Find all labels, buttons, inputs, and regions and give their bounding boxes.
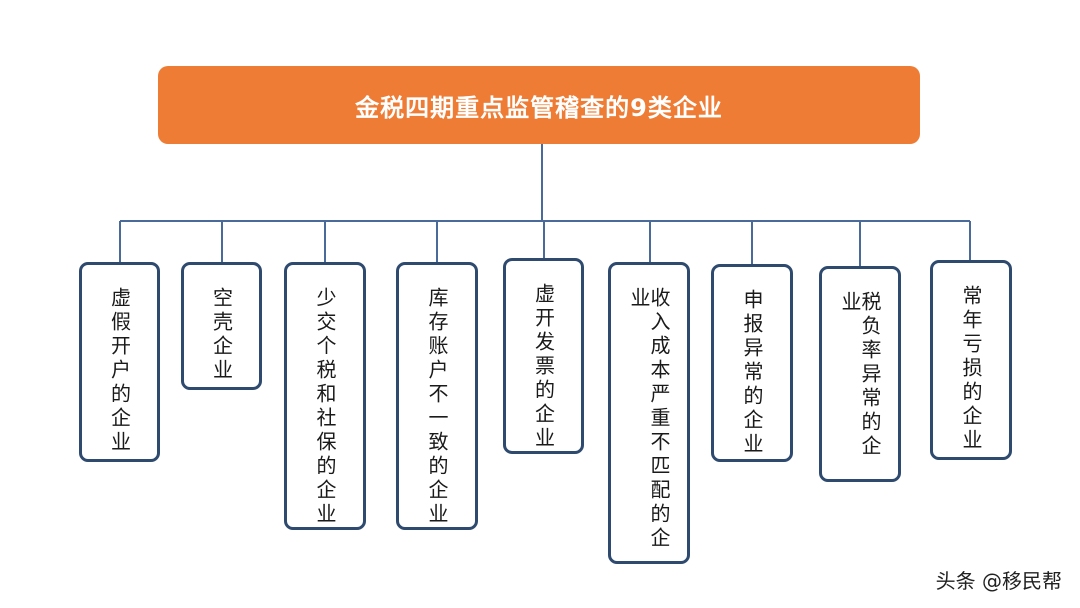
child-label: 虚开发票的企业 — [531, 283, 556, 451]
child-node-false-invoice: 虚开发票的企业 — [503, 258, 584, 454]
child-node-underpaid-tax: 少交个税和社保的企业 — [284, 262, 366, 530]
child-label: 虚假开户的企业 — [107, 287, 132, 455]
child-label: 少交个税和社保的企业 — [313, 287, 337, 527]
child-node-fake-account: 虚假开户的企业 — [79, 262, 160, 462]
child-node-tax-rate-anomaly: 税负率异常的企业 — [819, 266, 901, 482]
child-label: 空壳企业 — [209, 287, 234, 383]
child-node-declaration-anomaly: 申报异常的企业 — [711, 264, 793, 462]
root-node: 金税四期重点监管稽查的9类企业 — [158, 66, 920, 144]
watermark: 头条 @移民帮 — [935, 569, 1062, 593]
child-label: 申报异常的企业 — [740, 289, 764, 457]
child-node-long-term-loss: 常年亏损的企业 — [930, 260, 1012, 460]
root-title: 金税四期重点监管稽查的9类企业 — [355, 93, 723, 122]
child-node-income-cost-mismatch: 收入成本严重不匹配的企业 — [608, 262, 690, 564]
child-label: 税负率异常的企业 — [838, 291, 882, 459]
child-label: 常年亏损的企业 — [959, 285, 983, 453]
child-label: 库存账户不一致的企业 — [425, 287, 449, 527]
child-node-shell-company: 空壳企业 — [181, 262, 262, 390]
child-label: 收入成本严重不匹配的企业 — [627, 287, 671, 551]
child-node-inventory-mismatch: 库存账户不一致的企业 — [396, 262, 478, 530]
